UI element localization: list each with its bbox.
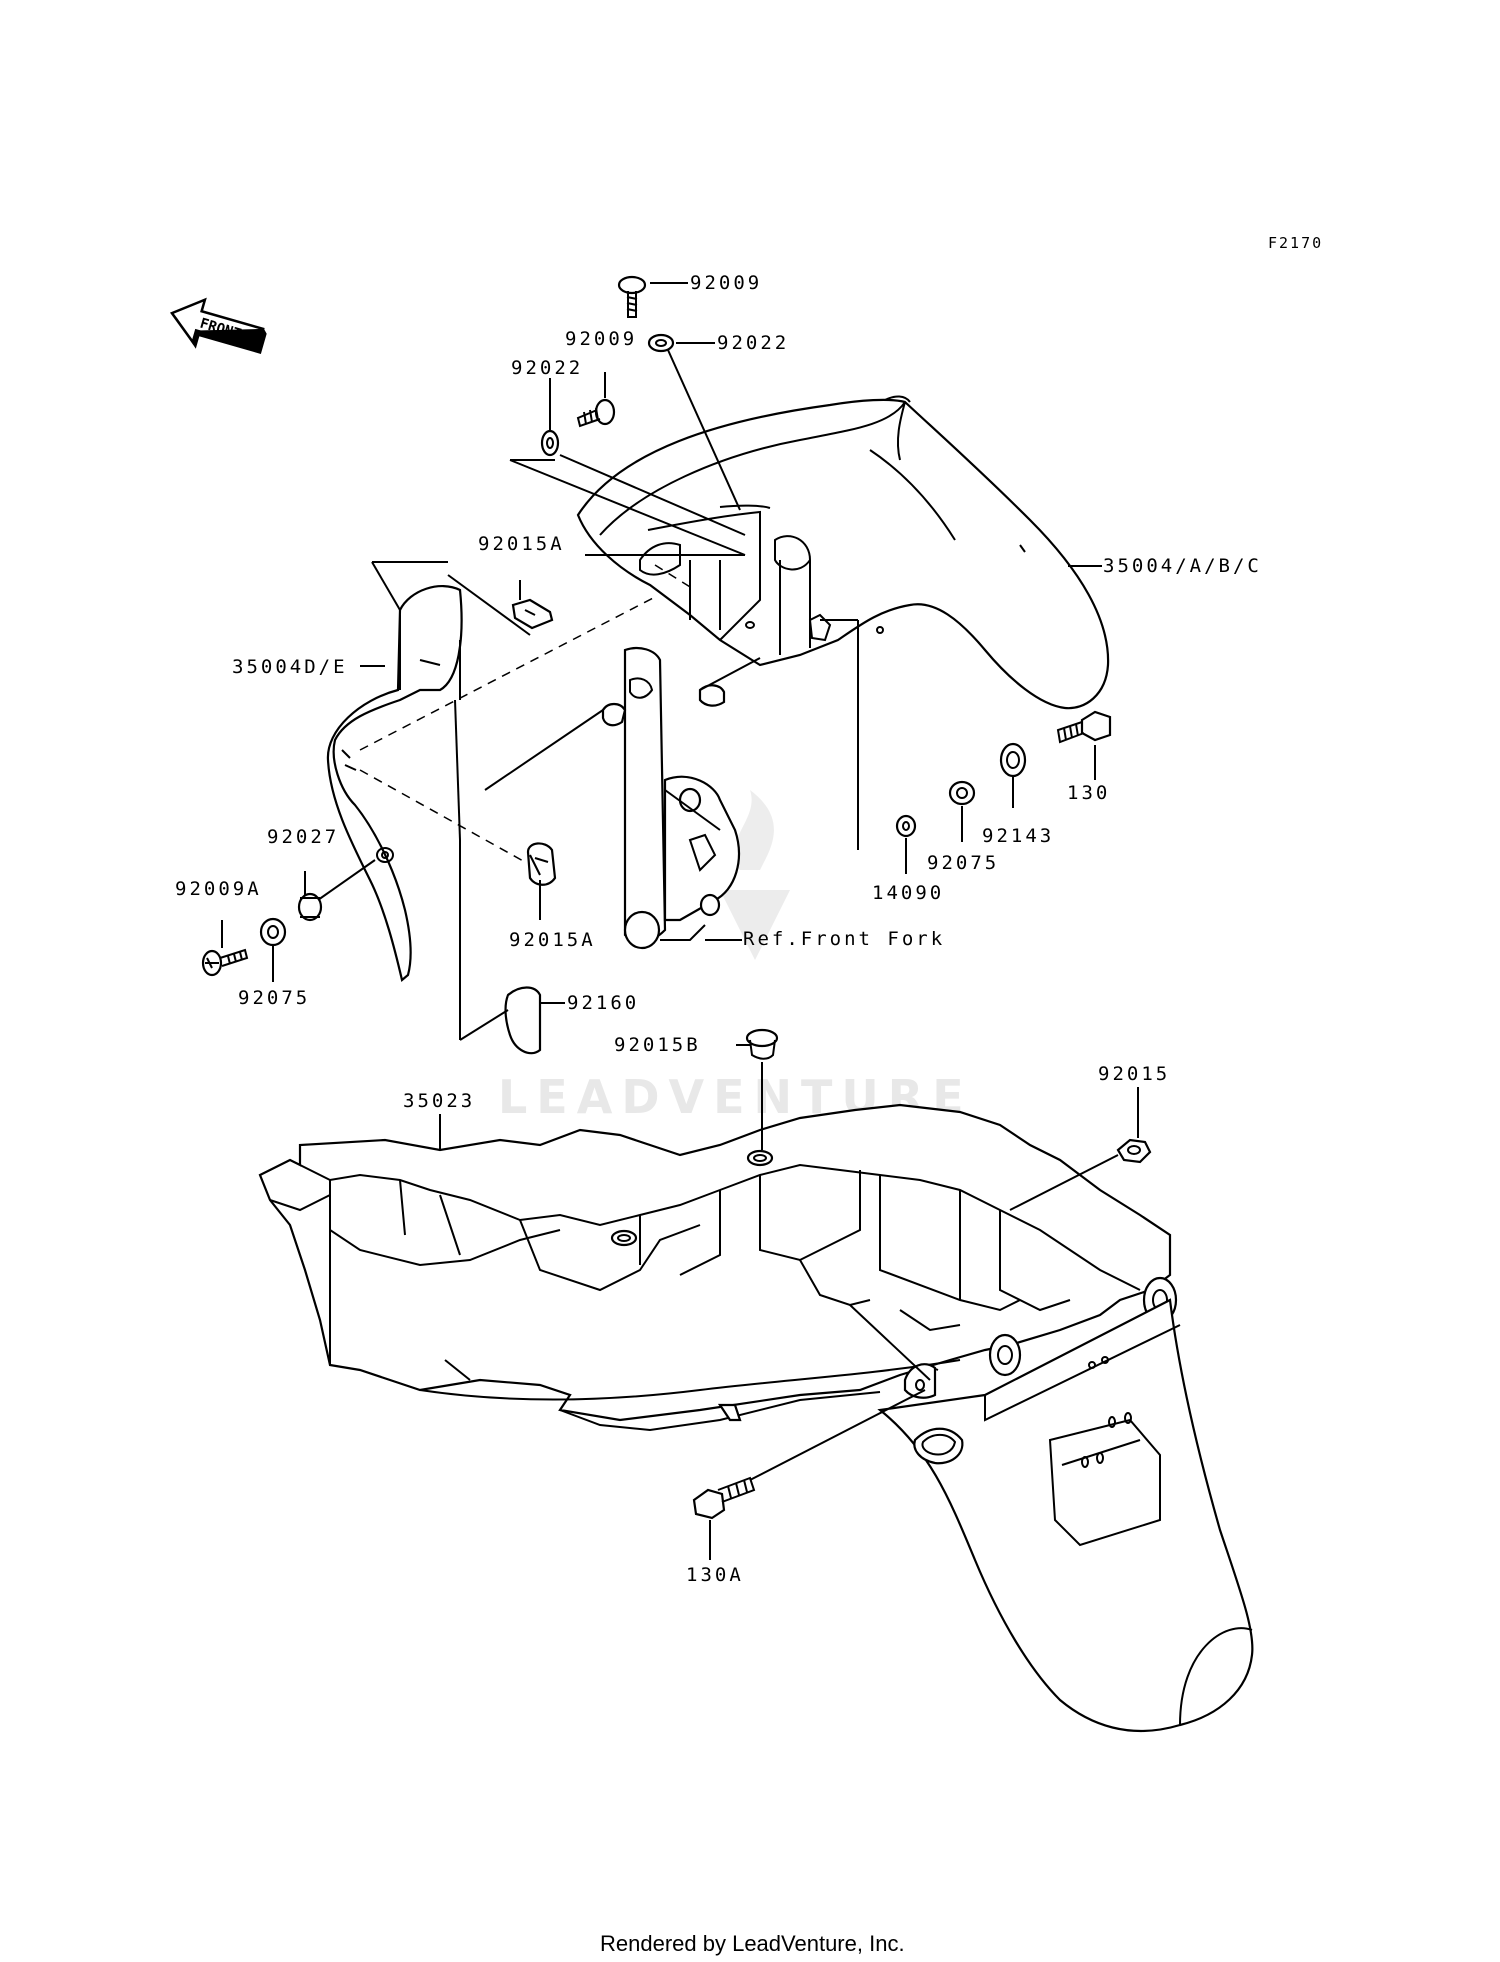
label-92143: 92143 <box>982 825 1054 847</box>
washer-92022-top-icon <box>647 333 675 353</box>
washer-92075-left-icon <box>259 917 287 947</box>
label-14090: 14090 <box>872 882 944 904</box>
front-fork <box>601 646 740 950</box>
pad-92160-icon <box>504 986 542 1055</box>
label-ref-front-fork: Ref.Front Fork <box>743 928 945 950</box>
footer-credit: Rendered by LeadVenture, Inc. <box>600 1931 905 1956</box>
leader-lines <box>221 282 1139 1560</box>
collar-92143-icon <box>999 742 1027 778</box>
washer-14090-icon <box>895 814 917 838</box>
rear-undertray <box>258 1103 1178 1422</box>
label-92009-top: 92009 <box>690 272 762 294</box>
label-92015A-bottom: 92015A <box>509 929 596 951</box>
label-92075-left: 92075 <box>238 987 310 1009</box>
label-92015B: 92015B <box>614 1034 701 1056</box>
part-labels: 92009 92009 92022 92022 92015A 35004/A/B… <box>175 272 1262 1586</box>
label-130A: 130A <box>686 1564 744 1586</box>
label-92015A-top: 92015A <box>478 533 565 555</box>
label-35004DE: 35004D/E <box>232 656 348 678</box>
bolt-92009A-icon <box>201 948 249 977</box>
label-92009-mid: 92009 <box>565 328 637 350</box>
rear-mudguard <box>559 1298 1254 1733</box>
front-arrow-icon: FRONT <box>169 297 267 354</box>
label-92027: 92027 <box>267 826 339 848</box>
inner-fender <box>326 585 463 982</box>
clip-92015A-bottom-icon <box>526 842 557 886</box>
label-92022-left: 92022 <box>511 357 583 379</box>
label-35004: 35004/A/B/C <box>1103 555 1262 577</box>
label-92009A: 92009A <box>175 878 262 900</box>
label-92075-right: 92075 <box>927 852 999 874</box>
bolt-130A-icon <box>692 1476 756 1520</box>
nut-92015-icon <box>1116 1138 1152 1164</box>
grommet-92015B-icon <box>745 1028 779 1060</box>
clip-92015A-top-icon <box>511 598 554 630</box>
label-92160: 92160 <box>567 992 639 1014</box>
bolt-130-icon <box>1056 710 1112 744</box>
label-92015: 92015 <box>1098 1063 1170 1085</box>
washer-92075-right-icon <box>948 780 976 806</box>
diagram-code: F2170 <box>1268 234 1323 252</box>
label-35023: 35023 <box>403 1090 475 1112</box>
label-92022-top: 92022 <box>717 332 789 354</box>
bolt-92009-top-icon <box>617 275 647 318</box>
bolt-92009-mid-icon <box>576 398 616 428</box>
collar-92027-icon <box>297 892 323 922</box>
dashed-lines <box>359 564 696 863</box>
washer-92022-left-icon <box>540 429 560 457</box>
front-fender <box>576 395 1110 710</box>
label-130: 130 <box>1067 782 1110 804</box>
